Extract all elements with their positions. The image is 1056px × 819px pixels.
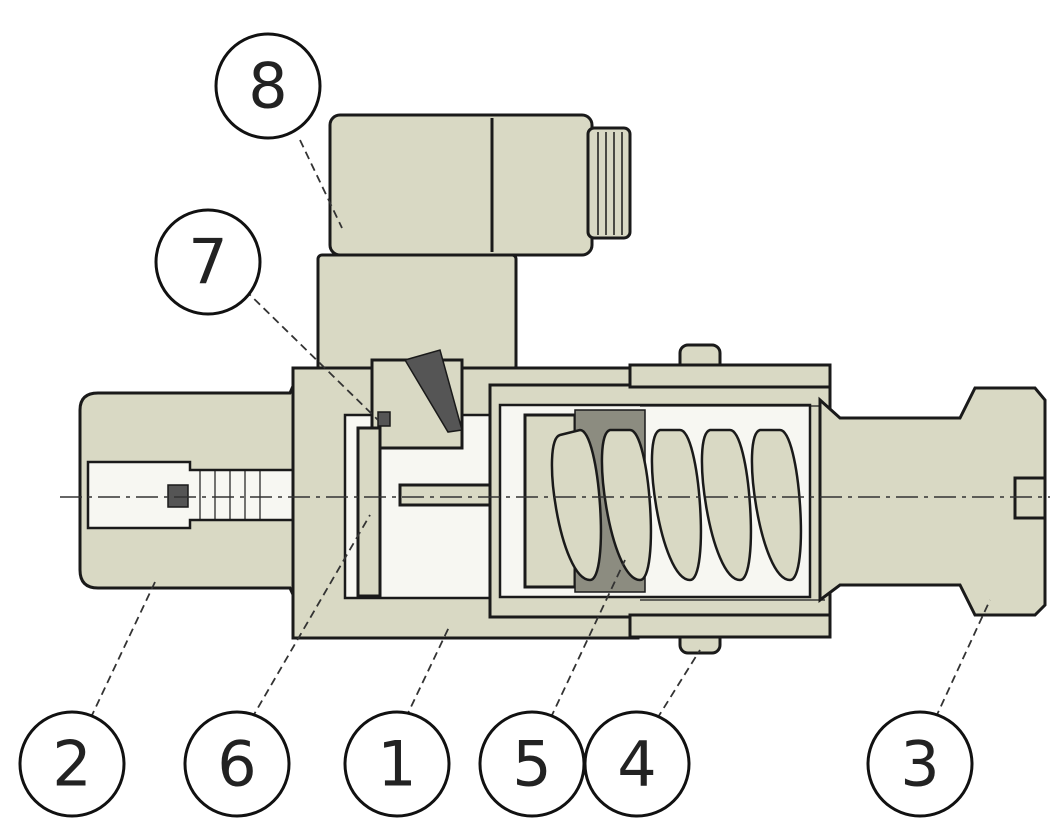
callout-label: 2 <box>52 728 91 801</box>
callout-7: 7 <box>154 208 262 316</box>
callout-label: 8 <box>248 50 287 123</box>
callout-6: 6 <box>183 710 291 818</box>
callout-label: 7 <box>188 226 227 299</box>
spring-chamber <box>488 383 832 619</box>
locknut <box>628 343 832 655</box>
solenoid-coil <box>316 113 632 372</box>
callout-label: 6 <box>217 728 256 801</box>
callout-8: 8 <box>214 32 322 140</box>
right-adjusting-cap <box>818 386 1047 617</box>
callout-label: 1 <box>377 728 416 801</box>
callout-label: 4 <box>617 728 656 801</box>
callout-label: 3 <box>900 728 939 801</box>
callout-5: 5 <box>478 710 586 818</box>
callout-label: 5 <box>512 728 551 801</box>
callout-3: 3 <box>866 710 974 818</box>
callout-4: 4 <box>583 710 691 818</box>
left-inlet-fitting <box>78 369 347 611</box>
leader-lines <box>84 139 991 731</box>
callout-2: 2 <box>18 710 126 818</box>
coil-spring <box>550 428 803 582</box>
callout-1: 1 <box>343 710 451 818</box>
